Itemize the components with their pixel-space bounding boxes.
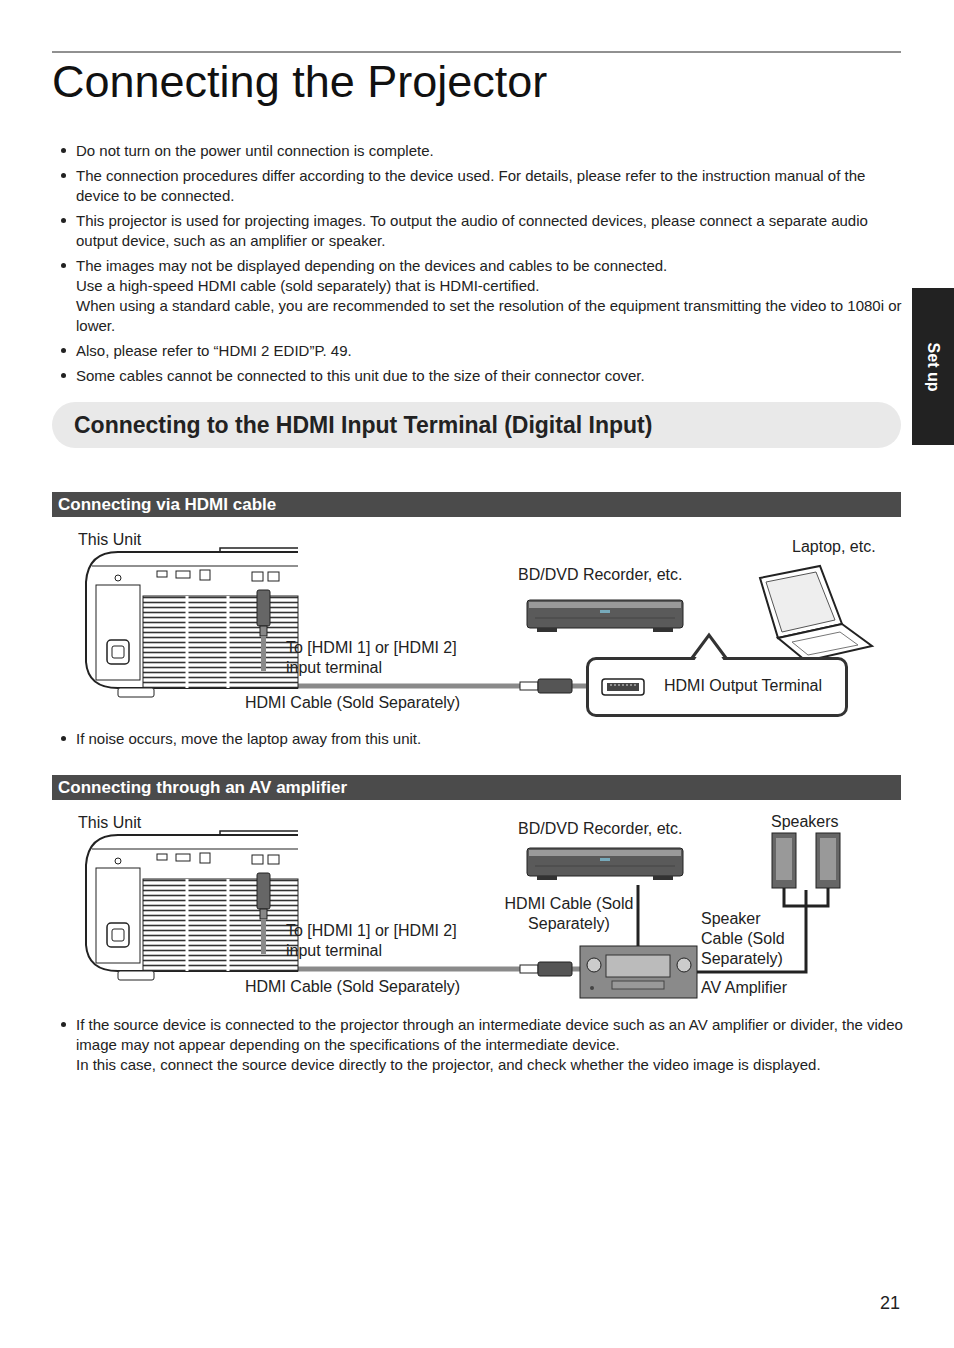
hdmi-port-icon (601, 678, 647, 698)
page-number: 21 (880, 1292, 910, 1314)
side-tab: Set up (912, 288, 954, 445)
bullet-text: Some cables cannot be connected to this … (76, 366, 902, 386)
node-text: AV Amplifier (701, 979, 787, 997)
diagram-label: Speaker Cable (Sold Separately) (701, 909, 801, 969)
callout-box: HDMI Output Terminal (586, 657, 848, 717)
node-text: Speakers (771, 812, 839, 831)
bullet-dot (61, 736, 66, 741)
bullet-text: The images may not be displayed dependin… (76, 256, 902, 276)
bullet-dot (61, 1022, 66, 1027)
bullet-dot (61, 263, 66, 268)
cable-connector (637, 885, 640, 946)
recorder: BD/DVD Recorder, etc. (515, 565, 690, 635)
section-band: Connecting to the HDMI Input Terminal (D… (52, 402, 901, 448)
av-amplifier: AV Amplifier (580, 946, 697, 998)
bullet-text: In this case, connect the source device … (76, 1055, 904, 1075)
node-text: Connecting to the HDMI Input Terminal (D… (74, 412, 652, 439)
page-title: Connecting the Projector (52, 57, 547, 107)
bullet-dot (61, 218, 66, 223)
diagram-label: HDMI Cable (Sold Separately) (502, 894, 636, 934)
bullet-text: Use a high-speed HDMI cable (sold separa… (76, 276, 902, 296)
bullet-text: When using a standard cable, you are rec… (76, 296, 902, 336)
node-text: HDMI Output Terminal (664, 677, 822, 695)
node-text: This Unit (78, 530, 141, 549)
callout-pointer (689, 632, 729, 662)
bullet-dot (61, 373, 66, 378)
node-text: This Unit (78, 813, 141, 832)
bullet-dot (61, 348, 66, 353)
subsection-bar: Connecting through an AV amplifier (52, 775, 901, 800)
speakers: Speakers (768, 812, 844, 890)
node-text: Connecting via HDMI cable (58, 495, 276, 515)
cable-connector (697, 890, 806, 972)
node-text: BD/DVD Recorder, etc. (518, 565, 683, 584)
bullet-text: Do not turn on the power until connectio… (76, 141, 902, 161)
bullet-text: This projector is used for projecting im… (76, 211, 902, 251)
projector: This Unit (78, 530, 300, 670)
bullet-text: Also, please refer to “HDMI 2 EDID”P. 49… (76, 341, 902, 361)
diagram-label: HDMI Cable (Sold Separately) (245, 977, 485, 997)
node-text: Connecting through an AV amplifier (58, 778, 347, 798)
bullet-text: If the source device is connected to the… (76, 1015, 904, 1055)
laptop: Laptop, etc. (757, 537, 880, 662)
subsection-bar: Connecting via HDMI cable (52, 492, 901, 517)
projector: This Unit (78, 813, 300, 953)
diagram-label: To [HDMI 1] or [HDMI 2] input terminal (286, 638, 478, 678)
bullet-dot (61, 148, 66, 153)
node-text: Set up (924, 342, 942, 391)
bullet-dot (61, 173, 66, 178)
bullet-text: If noise occurs, move the laptop away fr… (76, 729, 902, 749)
recorder: BD/DVD Recorder, etc. (515, 819, 690, 885)
node-text: BD/DVD Recorder, etc. (518, 819, 683, 838)
bullet-text: The connection procedures differ accordi… (76, 166, 902, 206)
node-text: Laptop, etc. (792, 537, 876, 556)
diagram-label: To [HDMI 1] or [HDMI 2] input terminal (286, 921, 478, 961)
diagram-label: HDMI Cable (Sold Separately) (245, 693, 485, 713)
